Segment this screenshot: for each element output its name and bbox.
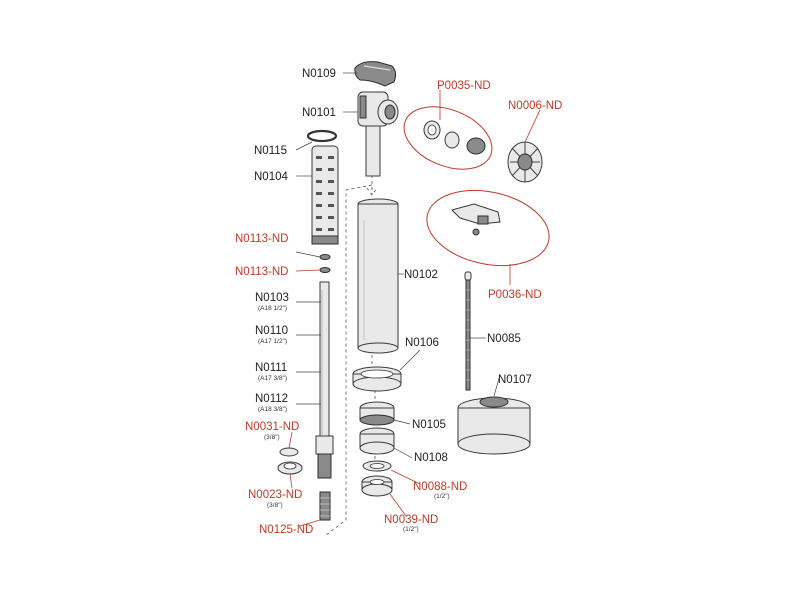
label-n0106: N0106 [405, 337, 439, 349]
part-n0006-gear [507, 141, 543, 183]
label-n0039: N0039-ND [384, 514, 438, 526]
label-n0109: N0109 [302, 68, 336, 80]
label-n0085: N0085 [487, 333, 521, 345]
label-n0113-upper: N0113-ND [235, 233, 288, 245]
part-n0101-valve-head [357, 91, 399, 177]
part-n0115-oring [306, 129, 338, 143]
label-n0111-sub: (A17 3/8") [258, 375, 287, 382]
label-n0105: N0105 [412, 419, 446, 431]
part-n0104-filter [311, 145, 339, 245]
label-n0088: N0088-ND [413, 481, 467, 493]
label-n0110-sub: (A17 1/2") [258, 338, 287, 345]
part-n0113-seal-lower [319, 267, 331, 273]
part-n0023-nut [277, 461, 303, 475]
part-n0109-cap [354, 61, 397, 87]
label-n0112-sub: (A18 3/8") [258, 406, 287, 413]
part-n0113-seal-upper [319, 254, 331, 260]
leader-lines [288, 72, 541, 527]
label-n0113-lower: N0113-ND [235, 266, 288, 278]
label-n0023: N0023-ND [248, 489, 302, 501]
label-n0006: N0006-ND [508, 100, 562, 112]
part-labels: N0109 N0101 N0115 N0104 N0113-ND N0113-N… [235, 68, 562, 536]
label-n0107: N0107 [498, 374, 532, 386]
part-n0106-ring [352, 366, 402, 392]
label-n0088-sub: (1/2") [434, 493, 450, 500]
part-n0088-washer [362, 460, 392, 472]
part-n0107-float [457, 396, 531, 455]
label-p0035: P0035-ND [437, 80, 491, 92]
part-n0085-rod [464, 271, 472, 391]
assembly-guide-lines [325, 175, 378, 536]
label-n0111: N0111 [255, 362, 287, 374]
part-n0031-washer [279, 447, 299, 457]
label-n0101: N0101 [302, 107, 336, 119]
part-n0102-tube [357, 198, 399, 354]
label-n0103: N0103 [255, 292, 289, 304]
label-n0031: N0031-ND [245, 421, 299, 433]
label-n0108: N0108 [414, 452, 448, 464]
label-n0031-sub: (3/8") [264, 434, 280, 441]
label-n0115: N0115 [254, 145, 287, 157]
part-n0108-nut [359, 427, 395, 455]
label-n0112: N0112 [255, 393, 288, 405]
label-n0103-sub: (A18 1/2") [258, 305, 287, 312]
part-p0035-kit [403, 106, 493, 170]
label-n0023-sub: (3/8") [267, 502, 283, 509]
label-n0125: N0125-ND [259, 524, 313, 536]
part-p0036-kit [426, 190, 550, 266]
label-p0036: P0036-ND [488, 289, 542, 301]
part-shaft-assembly [315, 281, 334, 479]
label-n0110: N0110 [255, 325, 288, 337]
label-n0102: N0102 [404, 269, 438, 281]
label-n0039-sub: (1/2") [403, 526, 419, 533]
part-n0039-nut [361, 475, 393, 497]
part-n0105-cage [359, 401, 395, 426]
part-n0125-pin [319, 491, 331, 521]
label-n0104: N0104 [254, 171, 288, 183]
